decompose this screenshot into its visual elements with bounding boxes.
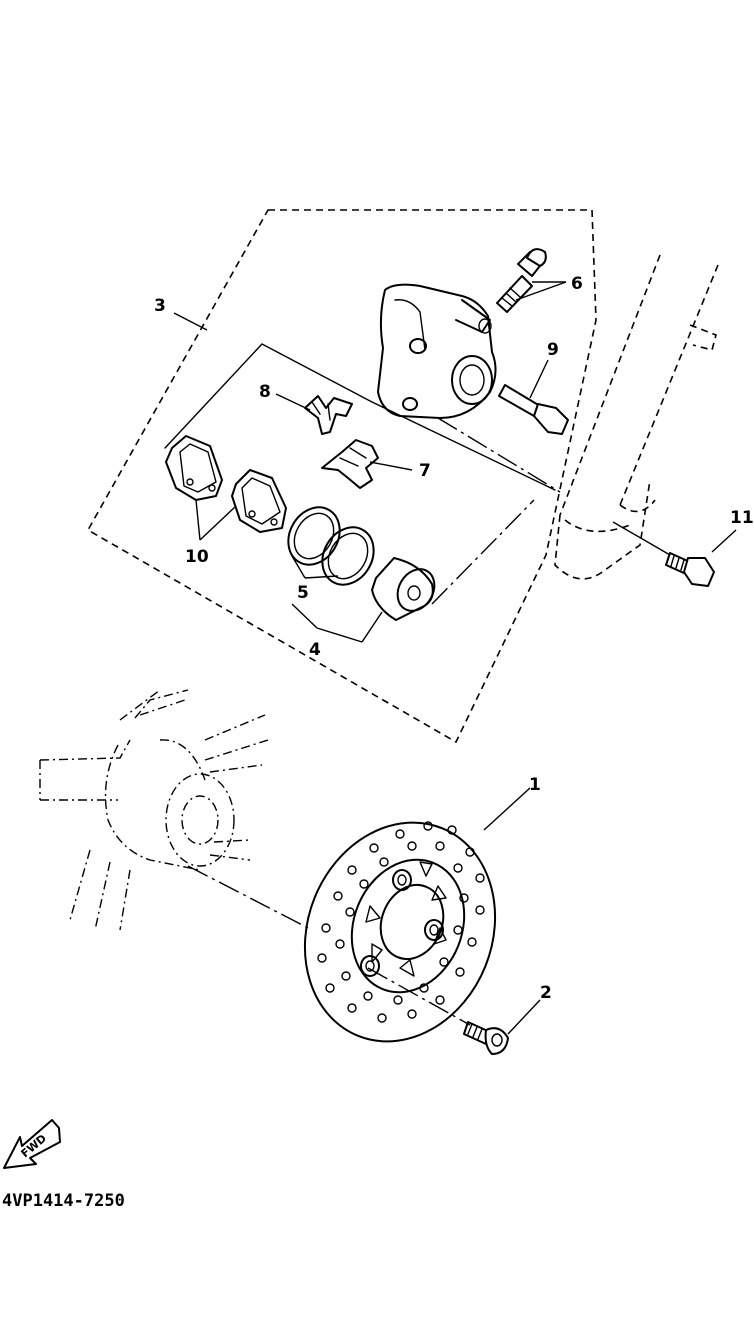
fork-leg	[554, 254, 719, 580]
wheel-hub	[39, 689, 269, 931]
pad-spring	[321, 439, 379, 489]
callout-6: 6	[571, 274, 583, 294]
disc-holes	[317, 821, 485, 1023]
leader-8	[275, 393, 311, 411]
leader-3	[173, 312, 208, 331]
leader-9	[529, 359, 549, 399]
centerline-caliper	[437, 417, 561, 493]
mount-bolt	[612, 521, 715, 587]
disc-vents	[365, 861, 447, 977]
callout-5: 5	[297, 583, 309, 603]
callout-3: 3	[154, 296, 166, 316]
leader-7	[369, 461, 413, 471]
caliper-assembly-outline	[86, 209, 597, 744]
leader-4b	[361, 611, 383, 643]
leader-5b	[304, 575, 339, 579]
brake-pads	[165, 435, 287, 533]
centerline-bolt	[367, 967, 471, 1026]
bleed-screw	[496, 248, 547, 313]
callout-9: 9	[547, 340, 559, 360]
fwd-arrow-icon: FWD	[3, 1119, 61, 1169]
callout-11: 11	[730, 508, 754, 528]
pad-group-bracket	[164, 343, 556, 491]
leader-2	[507, 999, 541, 1035]
callout-7: 7	[419, 461, 431, 481]
callout-10: 10	[185, 547, 209, 567]
leader-11	[711, 529, 737, 553]
leader-5a	[291, 555, 306, 579]
leader-4a	[316, 627, 363, 643]
piston-seals	[287, 506, 375, 586]
leader-10a	[195, 499, 201, 541]
callout-1: 1	[529, 775, 541, 795]
pad-clip	[304, 395, 353, 435]
leader-4c	[291, 603, 318, 629]
caliper-body	[377, 283, 497, 419]
leader-6b	[515, 281, 567, 301]
callout-2: 2	[540, 983, 552, 1003]
piston	[371, 557, 436, 621]
centerline-piston	[431, 499, 535, 605]
disc-bolt	[463, 1021, 509, 1055]
caliper-bolt	[498, 384, 569, 435]
callout-8: 8	[259, 382, 271, 402]
centerline-disc	[187, 865, 313, 931]
brake-disc	[303, 821, 497, 1043]
leader-1	[483, 787, 531, 831]
leader-10b	[199, 505, 237, 541]
part-code: 4VP1414-7250	[2, 1191, 125, 1211]
callout-4: 4	[309, 640, 321, 660]
